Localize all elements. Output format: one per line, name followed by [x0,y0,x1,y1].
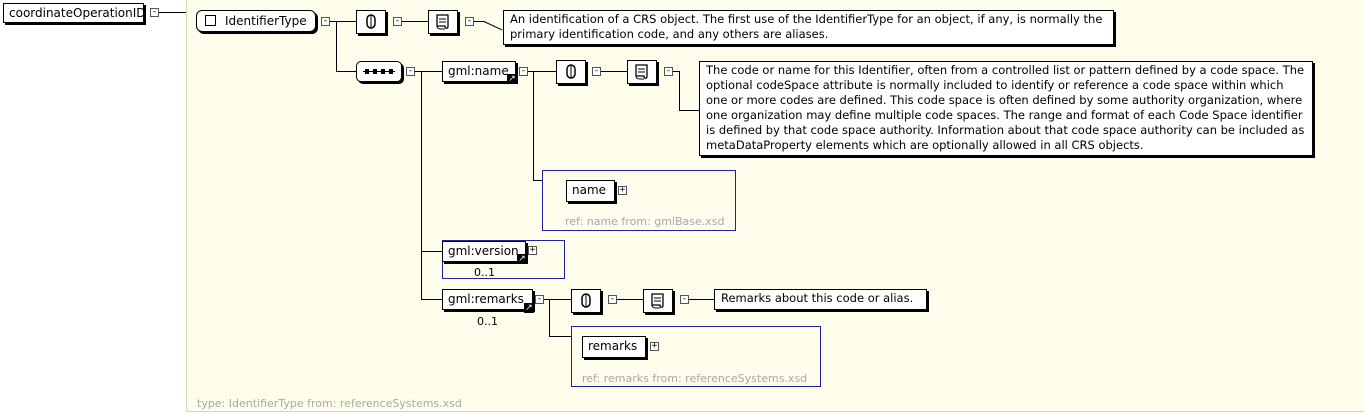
gml-name-element[interactable]: gml:name [442,61,516,82]
connector [528,71,556,72]
gml-name-documentation-toggle[interactable]: - [664,66,673,76]
gml-remarks-documentation-compositor [643,289,673,313]
gml-name-ref-arrow-icon: ↗ [507,74,517,84]
sequence-collapse-toggle[interactable]: - [406,66,415,76]
sequence-icon [363,69,395,74]
connector [679,71,680,111]
gml-name-documentation: The code or name for this Identifier, of… [699,61,1313,156]
gml-name-label: gml:name [448,64,509,78]
name-ref-element[interactable]: name [566,180,615,202]
connector [336,21,337,72]
remarks-ref-element[interactable]: remarks [582,336,646,358]
gml-remarks-occurs: 0..1 [477,315,498,328]
gml-remarks-annotation-compositor [571,289,601,313]
root-element-label: coordinateOperationID [9,6,146,20]
connector [533,180,542,181]
connector [617,299,643,300]
documentation-compositor [428,10,458,34]
connector [415,71,421,72]
name-ref-label: name [572,183,607,197]
gml-remarks-element[interactable]: gml:remarks [442,289,533,310]
connector [421,71,442,72]
root-element-coordinate-operation-id[interactable]: coordinateOperationID [3,3,146,23]
gml-name-collapse-toggle[interactable]: - [519,66,528,76]
gml-remarks-collapse-toggle[interactable]: - [535,294,544,304]
gml-version-element[interactable]: gml:version [442,241,526,262]
remarks-reference-box: remarks + ref: remarks from: referenceSy… [571,326,821,387]
connector [402,21,428,22]
connector [544,299,571,300]
connector [679,110,699,111]
remarks-ref-label: remarks [588,339,638,353]
connector [421,71,422,300]
connector [549,299,550,337]
gml-version-expand-toggle[interactable]: + [528,245,537,255]
remarks-ref-info: ref: remarks from: referenceSystems.xsd [582,372,808,385]
sequence-compositor [356,61,402,82]
gml-remarks-documentation: Remarks about this code or alias. [714,289,927,310]
gml-version-ref-arrow-icon: ↗ [517,254,527,264]
connector [673,71,679,72]
connector [549,336,571,337]
remarks-ref-expand-toggle[interactable]: + [650,341,659,351]
connector [421,251,442,252]
gml-version-occurs: 0..1 [474,266,495,279]
complex-type-icon [205,15,216,26]
gml-name-annotation-compositor [556,60,586,84]
annotation-icon [566,64,576,79]
connector [330,21,356,22]
annotation-icon [366,14,376,29]
name-reference-box: name + ref: name from: gmlBase.xsd [542,170,736,231]
gml-name-annotation-toggle[interactable]: - [592,66,601,76]
gml-version-label: gml:version [448,244,519,258]
connector [474,21,484,22]
connector [336,71,356,72]
annotation-collapse-toggle[interactable]: - [393,16,402,26]
root-collapse-toggle[interactable]: - [150,7,159,17]
documentation-icon [635,64,648,80]
gml-name-documentation-compositor [627,60,657,84]
annotation-icon [581,293,591,308]
identifier-type-box[interactable]: IdentifierType [196,10,316,32]
gml-remarks-annotation-toggle[interactable]: - [608,294,617,304]
identifier-type-collapse-toggle[interactable]: - [321,16,330,26]
gml-remarks-label: gml:remarks [448,292,524,306]
connector [421,299,442,300]
documentation-icon [651,293,664,309]
gml-remarks-documentation-toggle[interactable]: - [680,294,689,304]
gml-remarks-ref-arrow-icon: ↗ [524,303,534,313]
name-ref-expand-toggle[interactable]: + [618,185,627,195]
connector [601,71,627,72]
documentation-icon [436,14,449,30]
name-ref-info: ref: name from: gmlBase.xsd [565,215,725,228]
identifier-type-label: IdentifierType [225,14,307,28]
identifier-type-documentation: An identification of a CRS object. The f… [503,10,1114,45]
annotation-compositor [356,10,386,34]
documentation-collapse-toggle[interactable]: - [465,16,474,26]
connector [689,299,714,300]
connector [159,12,186,13]
connector [533,71,534,180]
type-reference-info: type: IdentifierType from: referenceSyst… [197,397,462,410]
